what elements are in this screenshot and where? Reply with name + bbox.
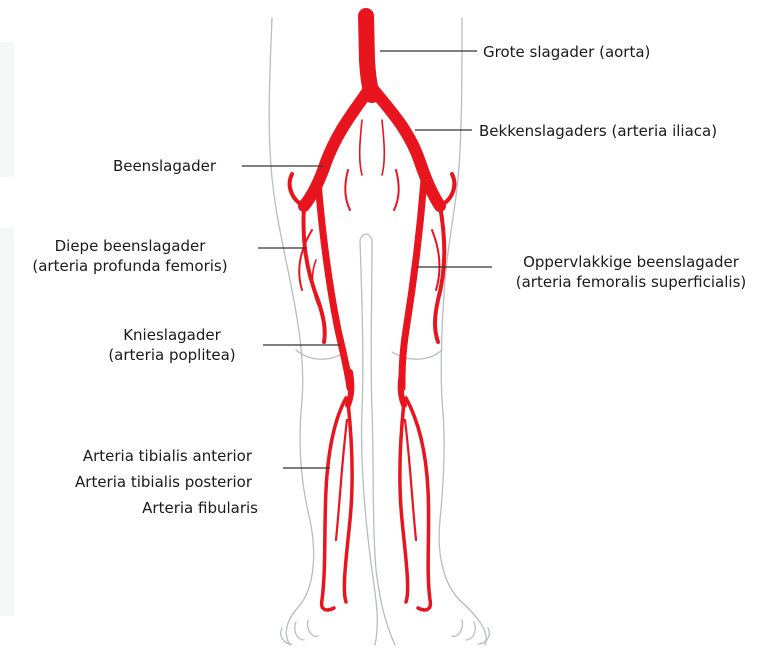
left-pelvic-branch-2 (382, 120, 384, 175)
label-opp-line1: Oppervlakkige beenslagader (490, 252, 772, 272)
label-fibularis: Arteria fibularis (20, 498, 258, 518)
left-iliac-artery (372, 88, 440, 206)
label-opp-line2: (arteria femoralis superficialis) (490, 272, 772, 292)
left-tibialis-anterior (406, 398, 430, 610)
left-leg-inner-outline (371, 240, 395, 645)
right-tibialis-anterior (322, 398, 346, 610)
label-beenslagader: Beenslagader (88, 156, 216, 176)
label-tibialis-posterior: Arteria tibialis posterior (20, 472, 252, 492)
right-knee-outline (296, 350, 346, 359)
left-femoral-artery (402, 180, 424, 388)
label-knie-line1: Knieslagader (82, 325, 262, 345)
label-knieslagader: Knieslagader (arteria poplitea) (82, 325, 262, 365)
right-popliteal-artery (348, 372, 351, 405)
right-leg-outer-outline (269, 18, 313, 645)
right-leg-inner-outline (360, 240, 377, 645)
leader-lines (242, 51, 492, 468)
left-pelvic-branch-1 (394, 170, 399, 210)
left-fibularis (405, 420, 416, 540)
right-pelvic-branch-1 (345, 170, 350, 210)
crotch-outline (360, 234, 372, 240)
label-iliaca: Bekkenslagaders (arteria iliaca) (479, 121, 717, 141)
right-pelvic-branch-2 (360, 120, 362, 175)
left-small-branch-1 (432, 230, 439, 290)
label-knie-line2: (arteria poplitea) (82, 345, 262, 365)
label-aorta: Grote slagader (aorta) (483, 42, 650, 62)
leg-outline (269, 18, 489, 645)
label-tibialis-anterior: Arteria tibialis anterior (20, 446, 252, 466)
label-diepe-line1: Diepe beenslagader (8, 236, 252, 256)
right-fibularis (336, 420, 347, 540)
left-leg-outer-outline (439, 18, 486, 645)
left-foot-toes (452, 620, 489, 644)
label-oppervlakkige-beenslagader: Oppervlakkige beenslagader (arteria femo… (490, 252, 772, 292)
label-diepe-beenslagader: Diepe beenslagader (arteria profunda fem… (8, 236, 252, 276)
left-popliteal-artery (401, 372, 404, 405)
label-diepe-line2: (arteria profunda femoris) (8, 256, 252, 276)
